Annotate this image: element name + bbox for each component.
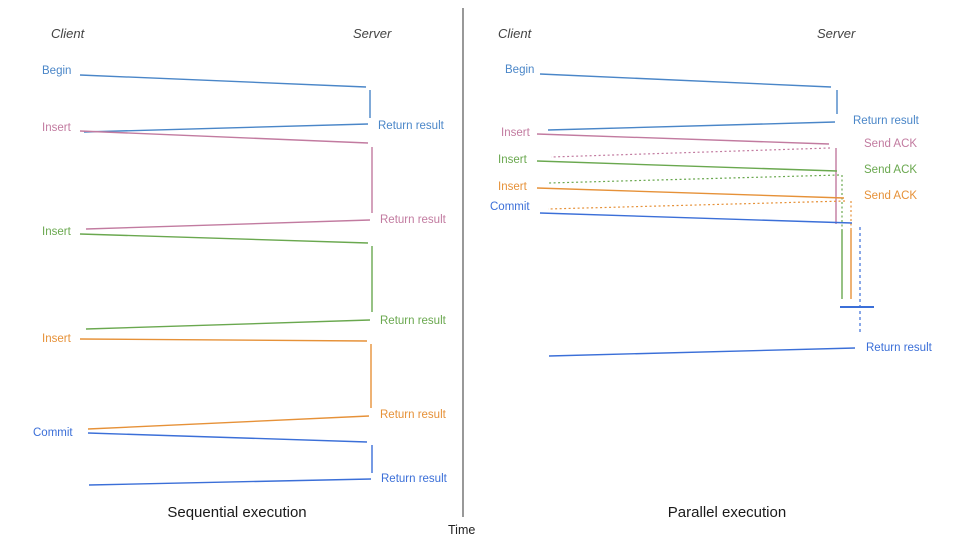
seq-return-result-5: Return result	[381, 473, 447, 485]
par-insert2-ack-arrow	[548, 174, 840, 184]
par-return-result-2: Return result	[866, 342, 932, 354]
par-client-header: Client	[498, 26, 532, 41]
par-insert3-request-arrow	[536, 187, 845, 199]
seq-insert1-return-arrow	[85, 219, 371, 230]
par-begin-exchange	[539, 73, 838, 131]
seq-client-header: Client	[51, 26, 85, 41]
seq-commit-request-arrow	[87, 432, 368, 443]
seq-insert3-return-arrow	[87, 415, 370, 430]
par-commit-label: Commit	[490, 201, 530, 213]
seq-begin-label: Begin	[42, 65, 72, 77]
par-insert1-request-arrow	[536, 133, 830, 145]
sequential-execution-caption: Sequential execution	[167, 504, 307, 521]
seq-insert3-label: Insert	[42, 333, 71, 345]
seq-insert3-exchange	[79, 338, 372, 430]
parallel-execution-caption: Parallel execution	[667, 504, 787, 521]
seq-begin-return-arrow	[83, 123, 369, 133]
seq-insert2-request-arrow	[79, 233, 369, 244]
par-insert1-ack-arrow	[550, 147, 831, 158]
seq-server-header: Server	[353, 26, 392, 41]
par-insert1-exchange	[536, 133, 837, 224]
seq-return-result-4: Return result	[380, 409, 446, 421]
par-commit-request-arrow	[539, 212, 853, 224]
par-insert3-exchange	[536, 187, 852, 299]
seq-commit-return-arrow	[88, 478, 372, 486]
seq-insert2-label: Insert	[42, 226, 71, 238]
par-commit-exchange	[539, 212, 874, 357]
seq-return-result-3: Return result	[380, 315, 446, 327]
par-insert2-request-arrow	[536, 160, 838, 172]
par-insert2-label: Insert	[498, 154, 527, 166]
par-send-ack-2: Send ACK	[864, 164, 918, 176]
par-return-result-1: Return result	[853, 115, 919, 127]
par-send-ack-1: Send ACK	[864, 138, 918, 150]
par-insert2-exchange	[536, 160, 843, 299]
par-server-header: Server	[817, 26, 856, 41]
seq-begin-exchange	[79, 74, 371, 133]
par-begin-label: Begin	[505, 64, 535, 76]
seq-return-result-2: Return result	[380, 214, 446, 226]
seq-insert1-label: Insert	[42, 122, 71, 134]
seq-commit-exchange	[87, 432, 373, 486]
seq-insert1-request-arrow	[79, 130, 369, 144]
par-insert1-label: Insert	[501, 127, 530, 139]
seq-insert1-exchange	[79, 130, 373, 230]
par-begin-return-arrow	[547, 121, 836, 131]
seq-insert2-return-arrow	[85, 319, 371, 330]
par-insert3-ack-arrow	[547, 200, 846, 210]
par-send-ack-3: Send ACK	[864, 190, 918, 202]
par-commit-return-arrow	[548, 347, 856, 357]
seq-insert2-exchange	[79, 233, 373, 330]
par-insert3-label: Insert	[498, 181, 527, 193]
seq-return-result-1: Return result	[378, 120, 444, 132]
seq-begin-request-arrow	[79, 74, 367, 88]
seq-commit-label: Commit	[33, 427, 73, 439]
par-begin-request-arrow	[539, 73, 832, 88]
seq-insert3-request-arrow	[79, 338, 368, 342]
time-axis-label: Time	[448, 523, 476, 537]
